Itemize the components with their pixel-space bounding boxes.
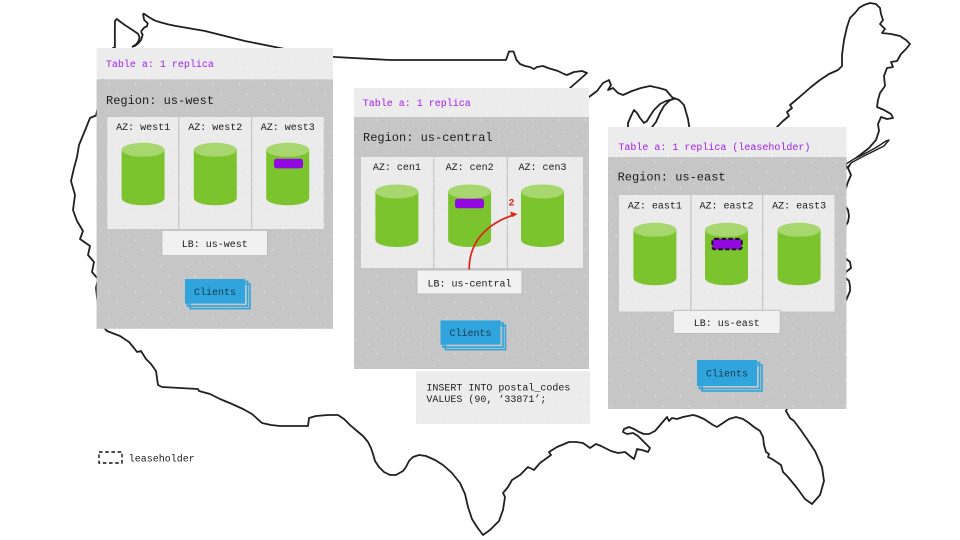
svg-text:leaseholder: leaseholder <box>129 453 195 465</box>
svg-text:VALUES (90, ‘33871’;: VALUES (90, ‘33871’; <box>426 394 546 406</box>
svg-text:AZ: east2: AZ: east2 <box>699 201 753 212</box>
svg-text:LB: us-west: LB: us-west <box>182 240 248 251</box>
svg-text:Region: us-central: Region: us-central <box>363 131 493 145</box>
svg-text:Region: us-east: Region: us-east <box>618 170 726 184</box>
svg-text:AZ: west2: AZ: west2 <box>188 123 242 134</box>
svg-text:Table a: 1 replica: Table a: 1 replica <box>106 59 214 71</box>
svg-text:Clients: Clients <box>706 369 748 381</box>
svg-text:AZ: west1: AZ: west1 <box>116 123 170 134</box>
svg-text:AZ: east3: AZ: east3 <box>772 201 826 212</box>
svg-text:LB: us-east: LB: us-east <box>694 319 760 330</box>
svg-text:INSERT INTO postal_codes: INSERT INTO postal_codes <box>426 382 570 394</box>
svg-text:AZ: cen2: AZ: cen2 <box>446 163 494 174</box>
svg-text:AZ: west3: AZ: west3 <box>261 123 315 134</box>
svg-text:Table a: 1 replica (leaseholde: Table a: 1 replica (leaseholder) <box>618 142 810 154</box>
svg-text:AZ: east1: AZ: east1 <box>628 201 682 212</box>
svg-text:AZ: cen3: AZ: cen3 <box>518 163 566 174</box>
svg-text:2: 2 <box>509 199 515 210</box>
svg-text:Clients: Clients <box>449 328 491 340</box>
svg-text:AZ: cen1: AZ: cen1 <box>373 163 421 174</box>
svg-text:Clients: Clients <box>194 287 236 299</box>
svg-text:LB: us-central: LB: us-central <box>427 278 511 290</box>
svg-text:Table a: 1 replica: Table a: 1 replica <box>363 98 471 110</box>
svg-text:Region: us-west: Region: us-west <box>106 94 214 108</box>
